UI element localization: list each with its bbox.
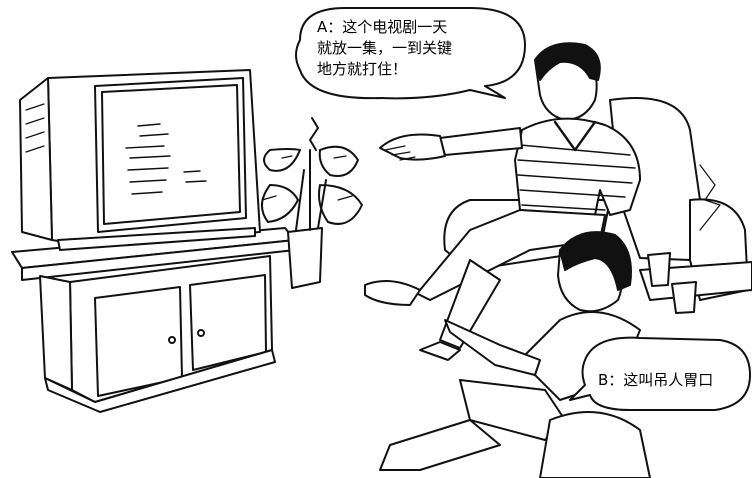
potted-plant [261,117,363,289]
tv-set [19,69,261,251]
man-a [364,42,641,361]
tv-cabinet [11,227,296,413]
speech-text-a: A：这个电视剧一天 就放一集，一到关键 地方就打住！ [317,18,453,78]
speech-text-b: B：这叫吊人胃口 [598,371,714,389]
boy-b [379,231,651,478]
speech-bubble-a [295,7,526,100]
speech-bubble-b [569,336,751,411]
side-table [639,252,752,314]
